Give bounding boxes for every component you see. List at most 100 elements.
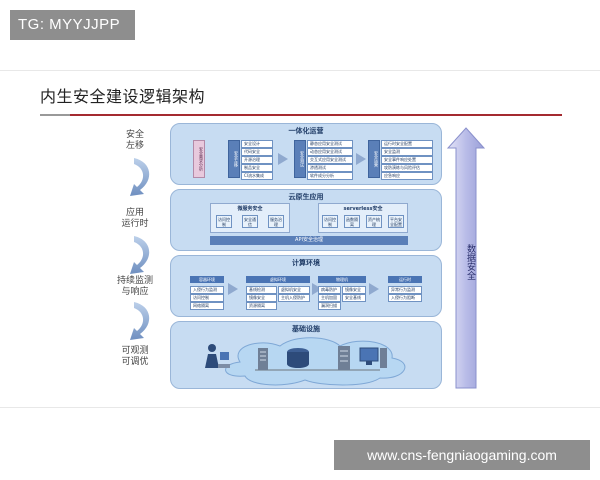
database-icon: [287, 348, 309, 368]
layer-title: 计算环境: [292, 259, 320, 267]
compute-item: 病毒防护: [318, 286, 341, 294]
side-label-line: 应用: [125, 208, 144, 218]
side-label-monitoring: 持续监测 与响应: [110, 276, 160, 298]
server-rack-icon: [258, 348, 268, 370]
compute-group-head: 物理机: [318, 276, 366, 283]
storage-array-icon: [338, 346, 350, 370]
ops-item: 交互式应用安全测试: [307, 156, 353, 164]
ops-item: 安全监测: [381, 148, 433, 156]
page-title: 内生安全建设逻辑架构: [40, 87, 206, 106]
layer-title: 基础设施: [292, 325, 320, 333]
ops-item: 安全设计: [241, 140, 273, 148]
desktop-computer-icon: [359, 347, 387, 368]
microservice-panel: 微服务安全 访问控制 安全通信 服务治理: [210, 203, 290, 233]
layer-title: 一体化运营: [288, 127, 324, 135]
title-rule-red: [70, 114, 562, 116]
watermark-bottom: www.cns-fengniaogaming.com: [334, 440, 590, 470]
ops-group-head: 安全测试: [294, 140, 306, 178]
serverless-head: serverless安全: [343, 206, 383, 212]
cloud-item: 资产梳理: [366, 215, 382, 228]
arrow-right-icon: [228, 283, 238, 295]
compute-item: 访问控制: [190, 294, 224, 302]
compute-group: 物理机 病毒防护 主机加固 漏洞扫描 镜像安全 安全基线: [318, 276, 366, 310]
compute-item: 安全基线: [342, 294, 366, 302]
serverless-panel: serverless安全 访问控制 函数隔离 资产梳理 平台安全配置: [318, 203, 408, 233]
compute-item: 主机入侵防护: [278, 294, 310, 302]
side-label-shift-left: 安全 左移: [110, 130, 160, 152]
compute-item: 漏洞扫描: [318, 302, 341, 310]
ops-item: 软件成分分析: [307, 172, 353, 180]
data-security-arrow-icon: [446, 127, 486, 389]
microservice-head: 微服务安全: [237, 206, 263, 212]
compute-item: 主机加固: [318, 294, 341, 302]
user-workstation-icon: [205, 344, 230, 368]
ops-group-head: 安全左移: [228, 140, 240, 178]
compute-group-head: 虚拟环境: [246, 276, 310, 283]
ops-item: 渗透测试: [307, 164, 353, 172]
compute-item-col: 病毒防护 主机加固 漏洞扫描: [318, 286, 341, 310]
ops-item: 应急响应: [381, 172, 433, 180]
compute-item: 入侵行为阻断: [388, 294, 422, 302]
arrow-right-icon: [312, 283, 322, 295]
compute-item: 镜像安全: [342, 286, 366, 294]
compute-item: 资源隔离: [246, 302, 277, 310]
compute-item: 入侵行为监测: [190, 286, 224, 294]
side-label-line: 安全: [125, 130, 144, 140]
cycle-arrows-icon: [130, 158, 150, 340]
compute-item-col: 虚拟机安全 主机入侵防护: [278, 286, 310, 310]
cloud-item: 访问控制: [322, 215, 338, 228]
compute-item: 虚拟机安全: [278, 286, 310, 294]
compute-item: 镜像安全: [246, 294, 277, 302]
cloud-item: 访问控制: [216, 215, 232, 228]
arrow-right-icon: [369, 283, 379, 295]
compute-item-col: 镜像安全 安全基线: [342, 286, 366, 310]
arrow-right-icon: [356, 153, 366, 165]
side-label-observable: 可观测 可调优: [110, 346, 160, 368]
ops-item: 静态应用安全测试: [307, 140, 353, 148]
title-rule-grey: [40, 114, 70, 116]
compute-group: 容器环境 入侵行为监测 访问控制 网络隔离: [190, 276, 224, 310]
compute-group-head: 运行时: [388, 276, 422, 283]
curved-arrow-icon: [130, 302, 150, 340]
requirement-analysis-box: 安全需求分析: [193, 140, 205, 178]
side-label-line: 可观测: [121, 346, 149, 356]
cloud-item: 平台安全配置: [388, 215, 404, 228]
compute-item-cols: 基线检测 镜像安全 资源隔离 虚拟机安全 主机入侵防护: [246, 286, 310, 310]
compute-item: 网络隔离: [190, 302, 224, 310]
cloud-item: 服务治理: [268, 215, 284, 228]
compute-item-cols: 病毒防护 主机加固 漏洞扫描 镜像安全 安全基线: [318, 286, 366, 310]
side-label-line: 运行时: [121, 219, 149, 229]
ops-item: CI流水集成: [241, 172, 273, 180]
ops-item: 攻防演练与风险评估: [381, 164, 433, 172]
compute-group: 运行时 异常行为监测 入侵行为阻断: [388, 276, 422, 302]
api-governance-bar: API安全治理: [210, 236, 408, 245]
curved-arrow-icon: [130, 158, 150, 196]
ops-item: 代码安全: [241, 148, 273, 156]
side-label-line: 可调优: [121, 357, 149, 367]
arrow-right-icon: [278, 153, 288, 165]
microservice-items: 访问控制 安全通信 服务治理: [211, 215, 289, 228]
ops-item: 制品安全: [241, 164, 273, 172]
ops-item: 安全事件响应处置: [381, 156, 433, 164]
layer-title: 云原生应用: [288, 193, 324, 201]
ops-group-items: 安全设计 代码安全 开源治理 制品安全 CI流水集成: [241, 140, 273, 180]
compute-item-col: 基线检测 镜像安全 资源隔离: [246, 286, 277, 310]
curved-arrow-icon: [130, 236, 150, 274]
compute-group-head: 容器环境: [190, 276, 224, 283]
ops-item: 动态应用安全测试: [307, 148, 353, 156]
ops-item: 运行时安全配置: [381, 140, 433, 148]
side-label-line: 左移: [125, 141, 144, 151]
watermark-top: TG: MYYJJPP: [10, 10, 135, 40]
compute-item: 基线检测: [246, 286, 277, 294]
infrastructure-illustration: [205, 337, 406, 386]
cloud-item: 函数隔离: [344, 215, 360, 228]
side-label-line: 持续监测: [116, 276, 153, 286]
serverless-items: 访问控制 函数隔离 资产梳理 平台安全配置: [319, 215, 407, 228]
ops-group-head: 安全运营: [368, 140, 380, 178]
side-label-runtime: 应用 运行时: [110, 208, 160, 230]
ops-group-items: 运行时安全配置 安全监测 安全事件响应处置 攻防演练与风险评估 应急响应: [381, 140, 433, 180]
ops-group-items: 静态应用安全测试 动态应用安全测试 交互式应用安全测试 渗透测试 软件成分分析: [307, 140, 353, 180]
side-label-line: 与响应: [121, 287, 149, 297]
data-security-label: 数据安全: [465, 244, 475, 280]
compute-group: 虚拟环境 基线检测 镜像安全 资源隔离 虚拟机安全 主机入侵防护: [246, 276, 310, 310]
